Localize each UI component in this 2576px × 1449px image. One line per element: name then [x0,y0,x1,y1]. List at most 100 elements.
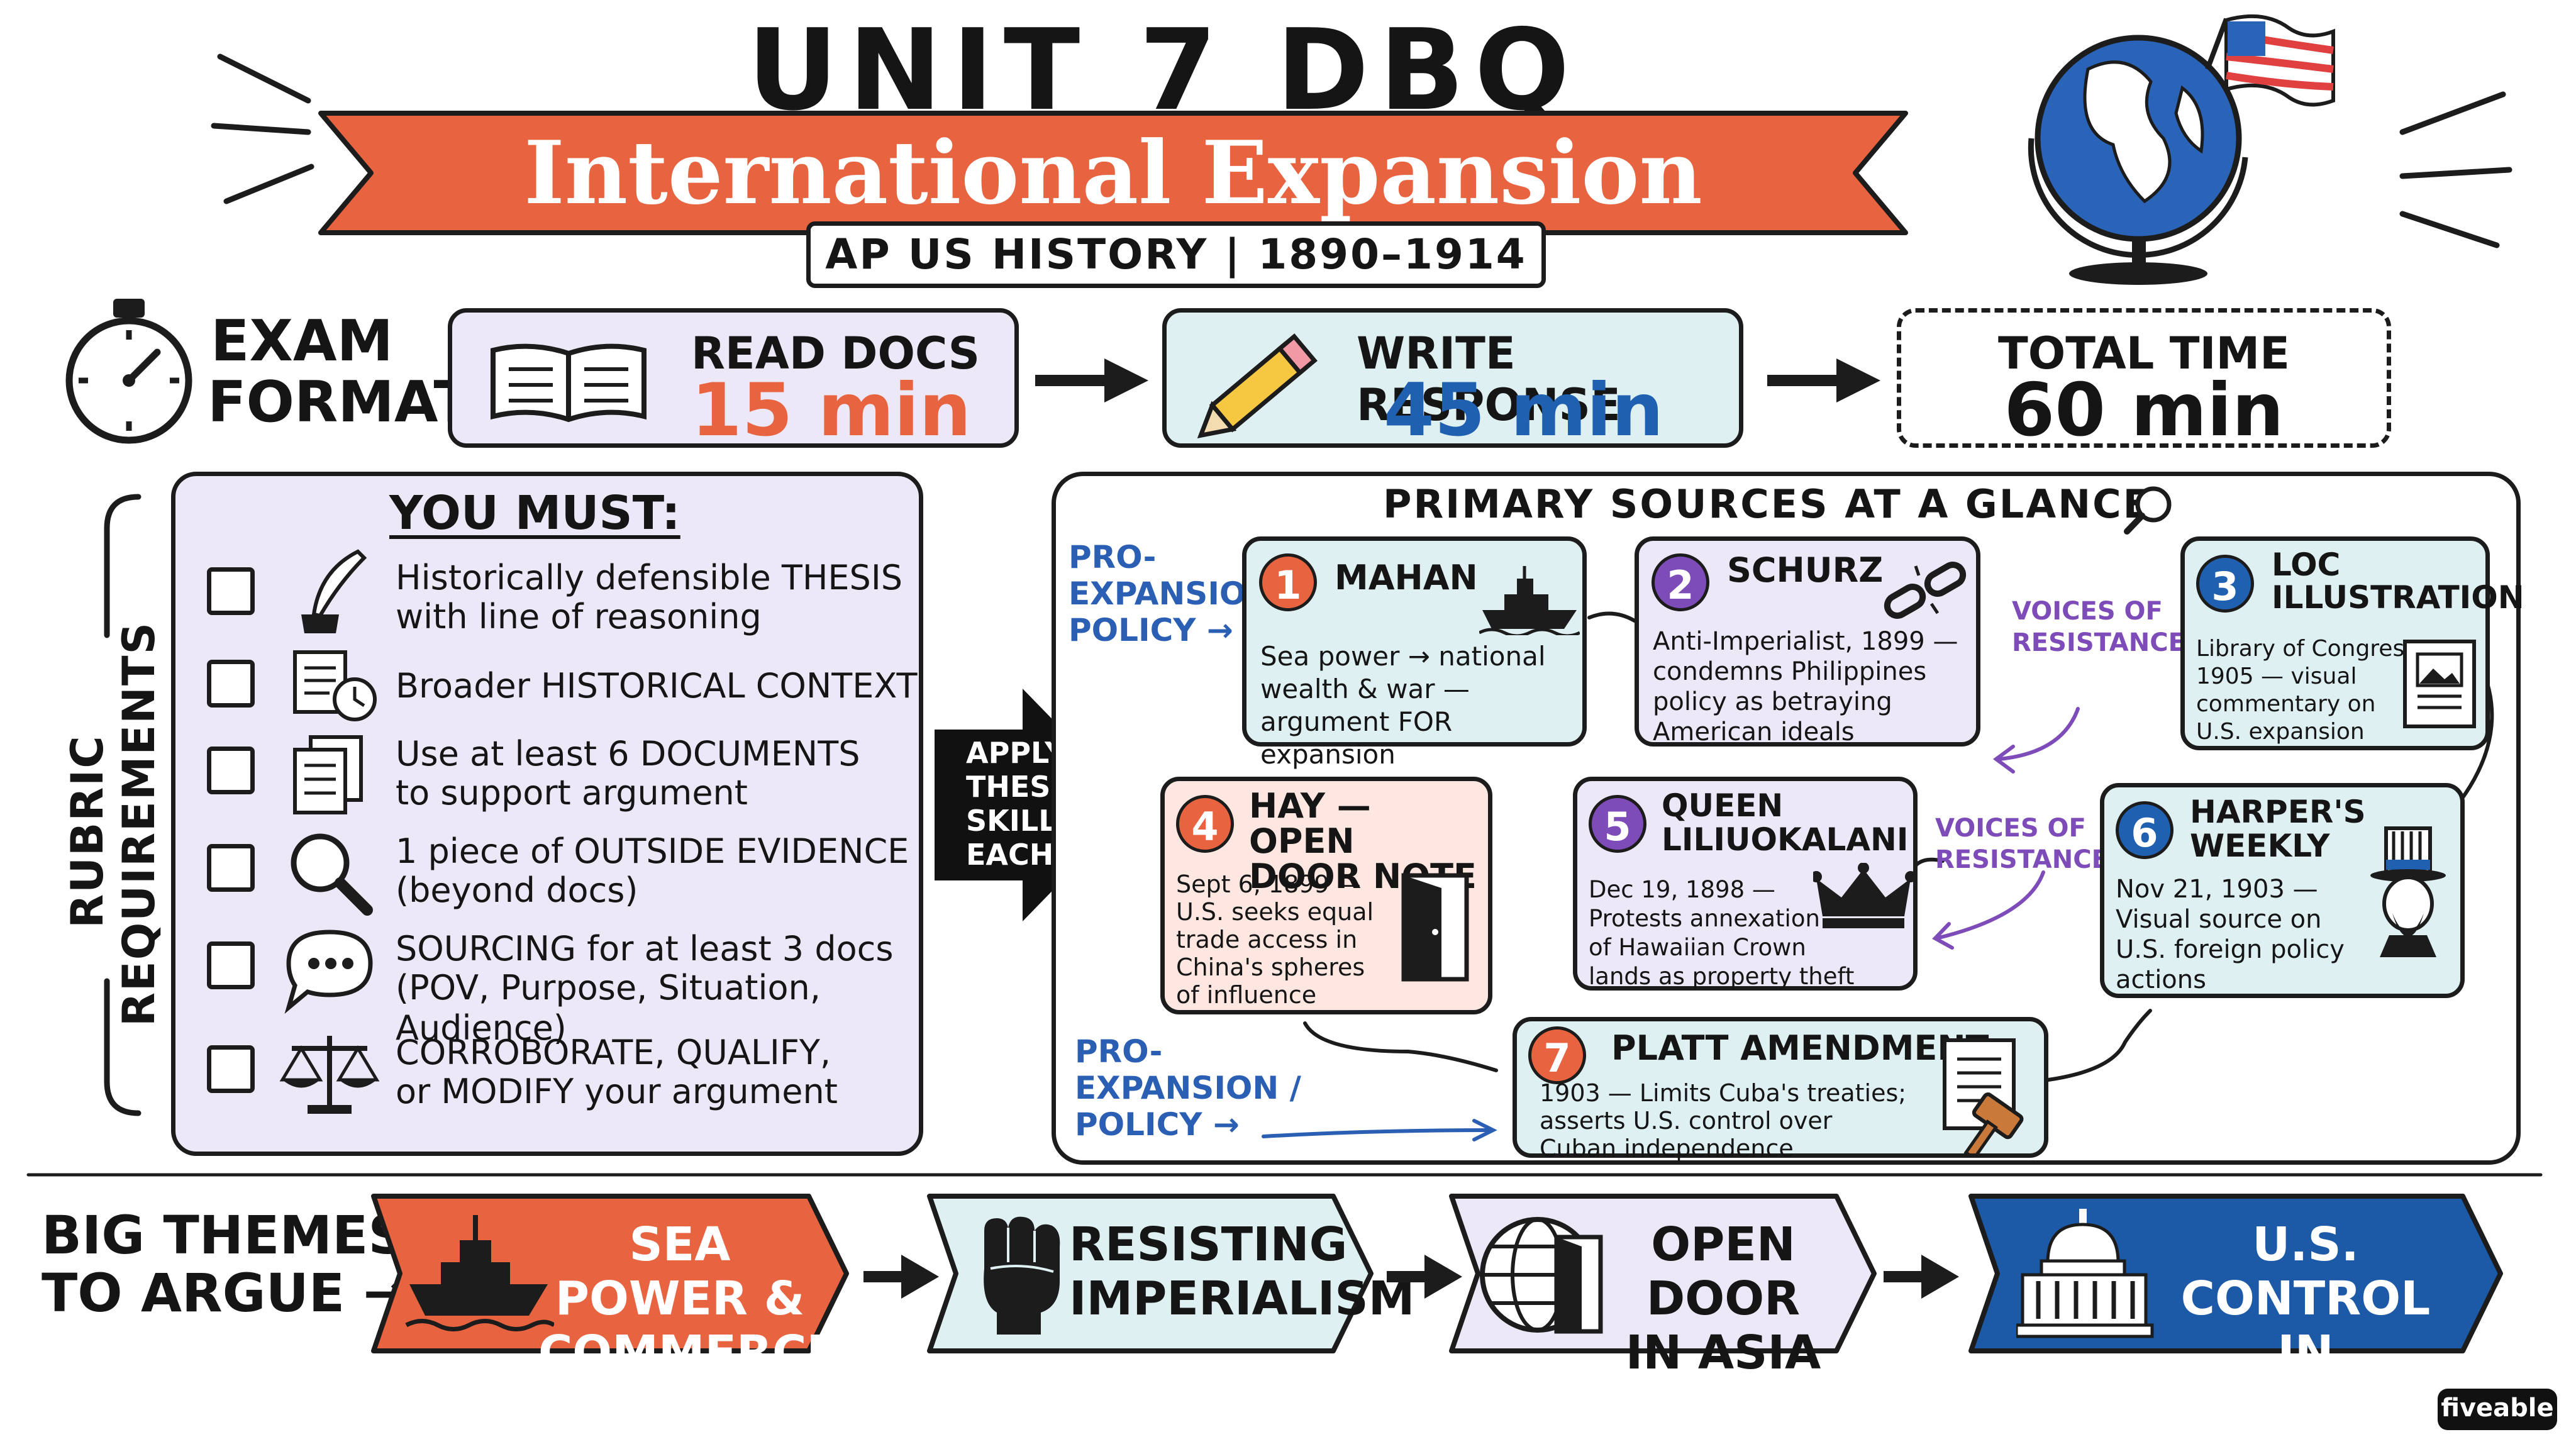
source-number: 3 [2196,555,2254,613]
pencil-icon [1197,333,1318,438]
raised-fist-icon [984,1216,1060,1335]
burst-lines-left [211,53,314,204]
rubric-item-line2: or MODIFY your argument [396,1072,838,1111]
theme-banner-resisting-imperialism: RESISTING IMPERIALISM [924,1190,1415,1357]
source-number: 1 [1259,553,1317,611]
stopwatch-icon [65,299,192,444]
source-title-line: LILIUOKALANI [1662,821,1909,858]
source-desc-line: Dec 19, 1898 — [1589,876,1775,903]
source-desc-line: Sea power → national [1260,641,1546,672]
course-tag: AP US HISTORY | 1890–1914 [806,221,1546,288]
subtitle-ribbon: International Expansion [296,101,1931,245]
checkbox[interactable] [207,1045,255,1093]
source-card: 7 PLATT AMENDMENT 1903 — Limits Cuba's t… [1513,1017,2048,1162]
gavel-document-icon [1943,1038,2024,1153]
source-number: 4 [1176,795,1234,853]
annotation-line: POLICY → [1069,612,1233,648]
picture-document-icon [2403,640,2476,728]
source-desc-line: argument FOR expansion [1260,706,1453,770]
source-desc-line: policy as betraying [1653,687,1892,716]
source-desc-line: Sept 6, 1899 — [1176,870,1361,898]
theme-banner-us-control: U.S. CONTROL IN AMERICAS [1966,1190,2507,1434]
rubric-side-label: RUBRIC REQUIREMENTS [62,621,165,1026]
source-desc-line: condemns Philippines [1653,657,1927,686]
rubric-item-line1: Use at least 6 DOCUMENTS [396,734,860,774]
source-desc-line: U.S. foreign policy [2116,935,2345,964]
scales-icon [279,1036,380,1114]
themes-label-line: TO ARGUE → [42,1262,408,1324]
source-desc-line: Anti-Imperialist, 1899 — [1653,627,1958,656]
step-read-docs: Read Docs 15 min [448,308,1019,453]
divider [26,1173,2543,1177]
source-title-line: HARPER'S [2190,794,2366,830]
arrow-icon [1884,1255,1959,1299]
theme-label-line: OPEN DOOR [1646,1218,1801,1326]
source-title: QUEEN LILIUOKALANI [1662,789,1908,857]
annotation-line: POLICY → [1075,1106,1240,1143]
checkbox[interactable] [207,660,255,708]
step-read-docs-time: 15 min [691,368,972,453]
source-title: HARPER'S WEEKLY [2190,795,2366,863]
source-desc-line: wealth & war — [1260,674,1470,704]
theme-label-line: COMMERCE [538,1326,838,1380]
checkbox[interactable] [207,567,255,615]
source-title-line: WEEKLY [2190,828,2330,864]
theme-banner-open-door: OPEN DOOR IN ASIA [1446,1190,1880,1380]
annotation-line: VOICES OF [2012,597,2163,626]
source-title-line: QUEEN [1662,787,1784,824]
source-desc-line: U.S. expansion [2196,719,2365,745]
source-desc-line: of Hawaiian Crown [1589,934,1806,961]
source-desc-line: actions [2116,965,2206,994]
source-card: 3 LOC ILLUSTRATION Library of Congress, … [2180,536,2524,750]
open-door-icon [1401,873,1469,982]
source-card: 2 SCHURZ Anti-Imperialist, 1899 — condem… [1635,536,1980,747]
rubric-item-line1: SOURCING for at least 3 docs [396,929,894,969]
source-number: 7 [1528,1026,1586,1084]
source-desc-line: Cuban independence [1540,1135,1794,1162]
themes-label: BIG THEMES TO ARGUE → [42,1206,408,1322]
checkbox[interactable] [207,747,255,794]
rubric-item-line2: with line of reasoning [396,597,762,636]
step-total-time-label: Total Time [1998,328,2290,379]
apply-line: APPLY [966,736,1066,770]
capitol-icon [2016,1209,2154,1338]
rubric-item-line2: to support argument [396,773,748,813]
annotation-line: VOICES OF [1935,814,2086,843]
magnifier-icon [2124,486,2172,535]
step-total-time-value: 60 min [2004,368,2284,453]
globe-flag-icon [2028,14,2335,285]
source-desc-line: 1905 — visual [2196,663,2357,689]
theme-label-line: IMPERIALISM [1069,1272,1415,1326]
step-write-response-time: 45 min [1384,368,1664,453]
source-title: SCHURZ [1727,550,1884,590]
annotation-line: EXPANSION / [1075,1070,1301,1106]
arrow-icon [863,1255,939,1299]
source-title-line: LOC [2272,547,2341,583]
rubric-item: Broader HISTORICAL CONTEXT [175,640,924,734]
rubric-item-line1: CORROBORATE, QUALIFY, [396,1033,831,1072]
source-desc-line: U.S. seeks equal [1176,898,1374,926]
annotation-pro-expansion: PRO- EXPANSION / POLICY → [1075,1033,1301,1143]
source-number: 6 [2116,801,2174,859]
theme-label: U.S. CONTROL IN AMERICAS [2155,1218,2457,1434]
annotation-line: PRO- [1069,539,1157,575]
theme-label: OPEN DOOR IN ASIA [1604,1218,1843,1380]
source-desc-line: 1903 — Limits Cuba's treaties; [1540,1079,1907,1107]
exam-format-label-line1: EXAM [211,308,394,374]
annotation-line: PRO- [1075,1033,1163,1070]
theme-label-line: RESISTING [1069,1218,1348,1272]
theme-label-line: IN AMERICAS [2170,1326,2441,1434]
burst-lines-right [2399,91,2512,248]
checkbox[interactable] [207,941,255,989]
source-desc-line: Library of Congress, [2196,636,2424,662]
source-title: MAHAN [1335,558,1478,597]
step-write-response: Write Response 45 min [1162,308,1743,453]
theme-label-line: IN ASIA [1625,1326,1821,1380]
source-number: 2 [1652,553,1709,611]
source-desc-line: Visual source on [2116,905,2322,934]
source-card: 1 MAHAN Sea power → national wealth & wa… [1242,536,1587,770]
arrow-icon [1035,358,1148,402]
theme-banner-sea-power: SEA POWER & COMMERCE [369,1190,853,1380]
checkbox[interactable] [207,844,255,892]
source-desc-line: of influence [1176,981,1317,1009]
